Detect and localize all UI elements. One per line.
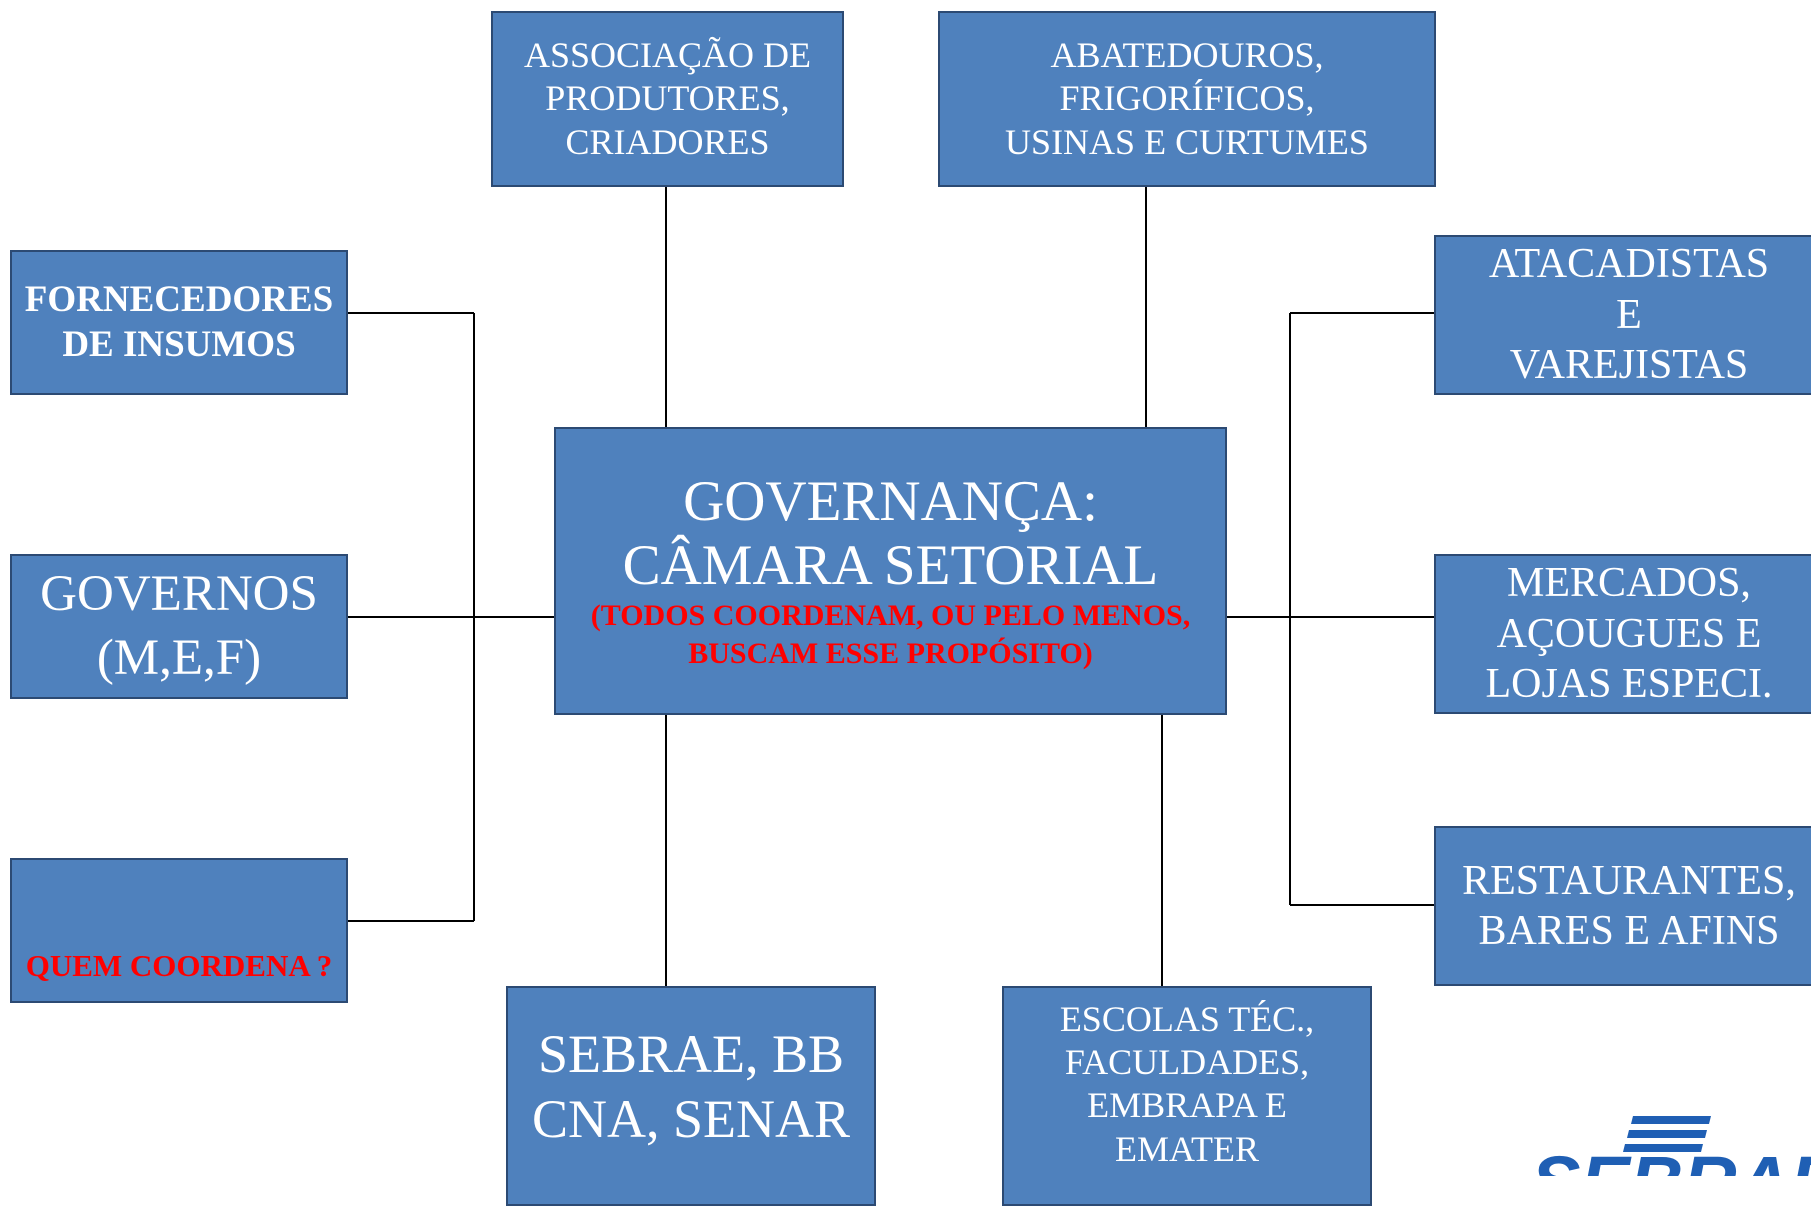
node-governanca-central: GOVERNANÇA: CÂMARA SETORIAL (TODOS COORD… (554, 427, 1227, 715)
node-fornecedores: FORNECEDORES DE INSUMOS (10, 250, 348, 395)
node-text-line: ATACADISTAS (1488, 241, 1770, 288)
node-text-line: EMATER (1115, 1128, 1259, 1169)
node-text-line: MERCADOS, (1507, 560, 1751, 607)
node-governos: GOVERNOS (M,E,F) (10, 554, 348, 699)
node-restaurantes: RESTAURANTES, BARES E AFINS (1434, 826, 1811, 986)
node-text-line: PRODUTORES, (545, 78, 790, 119)
node-text-line: ESCOLAS TÉC., (1059, 999, 1315, 1039)
node-text-line: CRIADORES (565, 121, 770, 162)
logo-text: SEBRAE (1531, 1141, 1811, 1176)
node-text-line: AÇOUGUES E (1496, 610, 1762, 657)
node-text-line: GOVERNOS (40, 565, 318, 622)
node-sebrae-bb-cna-senar: SEBRAE, BB CNA, SENAR (506, 986, 876, 1206)
node-text-line: USINAS E CURTUMES (1005, 121, 1369, 162)
center-title-line: CÂMARA SETORIAL (622, 533, 1159, 597)
node-text-line: FRIGORÍFICOS, (1059, 78, 1315, 119)
node-mercados: MERCADOS, AÇOUGUES E LOJAS ESPECI. (1434, 554, 1811, 714)
node-text-line: SEBRAE, BB (537, 1024, 845, 1084)
node-text-line: EMBRAPA E (1087, 1085, 1287, 1126)
node-text-line: RESTAURANTES, (1462, 857, 1796, 904)
node-atacadistas: ATACADISTAS E VAREJISTAS (1434, 235, 1811, 395)
connector-lines (348, 187, 1434, 986)
node-text-line: ABATEDOUROS, (1050, 35, 1324, 76)
node-text-line: CNA, SENAR (531, 1088, 851, 1149)
center-title-line: GOVERNANÇA: (683, 469, 1098, 533)
node-text-line: FACULDADES, (1064, 1042, 1310, 1083)
node-text-line: FORNECEDORES (24, 279, 334, 321)
node-text-line: (M,E,F) (96, 629, 262, 686)
node-associacao-produtores: ASSOCIAÇÃO DE PRODUTORES, CRIADORES (491, 11, 844, 187)
sebrae-logo-icon: SEBRAE (1525, 1110, 1811, 1176)
node-text-line: LOJAS ESPECI. (1485, 661, 1773, 708)
node-text-line: DE INSUMOS (62, 323, 296, 365)
center-note-line: BUSCAM ESSE PROPÓSITO) (688, 636, 1093, 670)
center-note-line: (TODOS COORDENAM, OU PELO MENOS, (590, 599, 1191, 633)
node-text-line: ASSOCIAÇÃO DE (523, 35, 812, 76)
node-text-line: VAREJISTAS (1509, 342, 1749, 389)
node-text-line: BARES E AFINS (1478, 908, 1780, 954)
node-quem-coordena: QUEM COORDENA ? (10, 858, 348, 1003)
node-escolas-faculdades: ESCOLAS TÉC., FACULDADES, EMBRAPA E EMAT… (1002, 986, 1372, 1206)
node-text-line: E (1616, 291, 1642, 338)
node-abatedouros: ABATEDOUROS, FRIGORÍFICOS, USINAS E CURT… (938, 11, 1436, 187)
node-text-line: QUEM COORDENA ? (25, 947, 333, 983)
